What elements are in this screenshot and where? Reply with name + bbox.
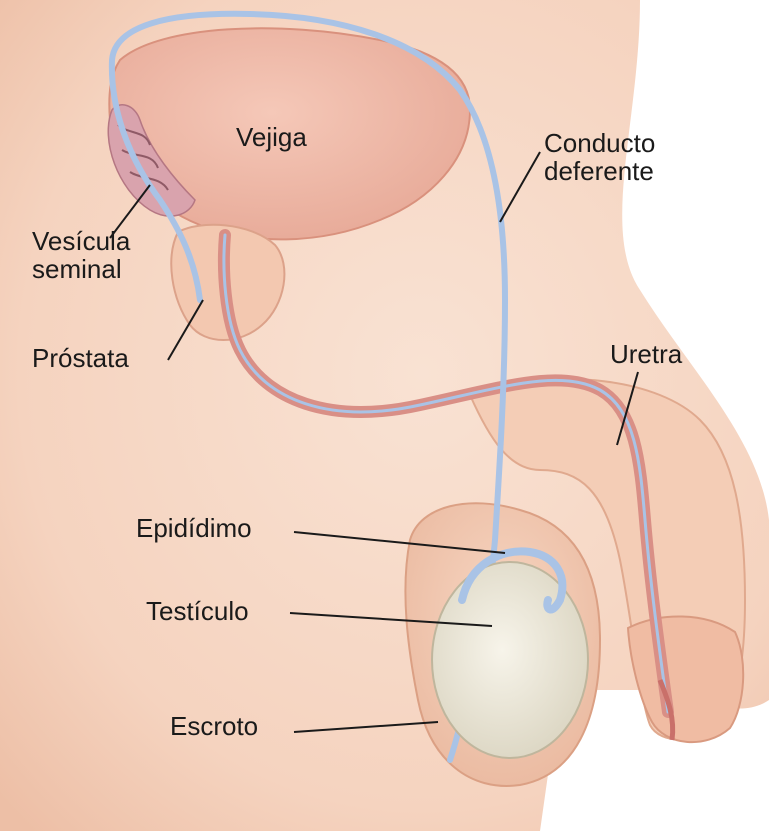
prostate-label-text: Próstata bbox=[32, 343, 129, 373]
vas-deferens-label-line1: Conducto bbox=[544, 129, 655, 157]
epididymis-label: Epidídimo bbox=[136, 514, 252, 542]
vas-deferens-label-line2: deferente bbox=[544, 157, 655, 185]
urethra-label-text: Uretra bbox=[610, 339, 682, 369]
seminal-vesicle-label-line2: seminal bbox=[32, 255, 130, 283]
vas-deferens-label: Conducto deferente bbox=[544, 129, 655, 185]
seminal-vesicle-label: Vesícula seminal bbox=[32, 227, 130, 283]
seminal-vesicle-label-line1: Vesícula bbox=[32, 227, 130, 255]
urethra-label: Uretra bbox=[610, 340, 682, 368]
bladder-label: Vejiga bbox=[236, 123, 307, 151]
scrotum-label-text: Escroto bbox=[170, 711, 258, 741]
prostate-label: Próstata bbox=[32, 344, 129, 372]
testicle-label-text: Testículo bbox=[146, 596, 249, 626]
bladder-label-text: Vejiga bbox=[236, 122, 307, 152]
epididymis-label-text: Epidídimo bbox=[136, 513, 252, 543]
testicle-label: Testículo bbox=[146, 597, 249, 625]
glans-shape bbox=[628, 616, 743, 742]
scrotum-label: Escroto bbox=[170, 712, 258, 740]
